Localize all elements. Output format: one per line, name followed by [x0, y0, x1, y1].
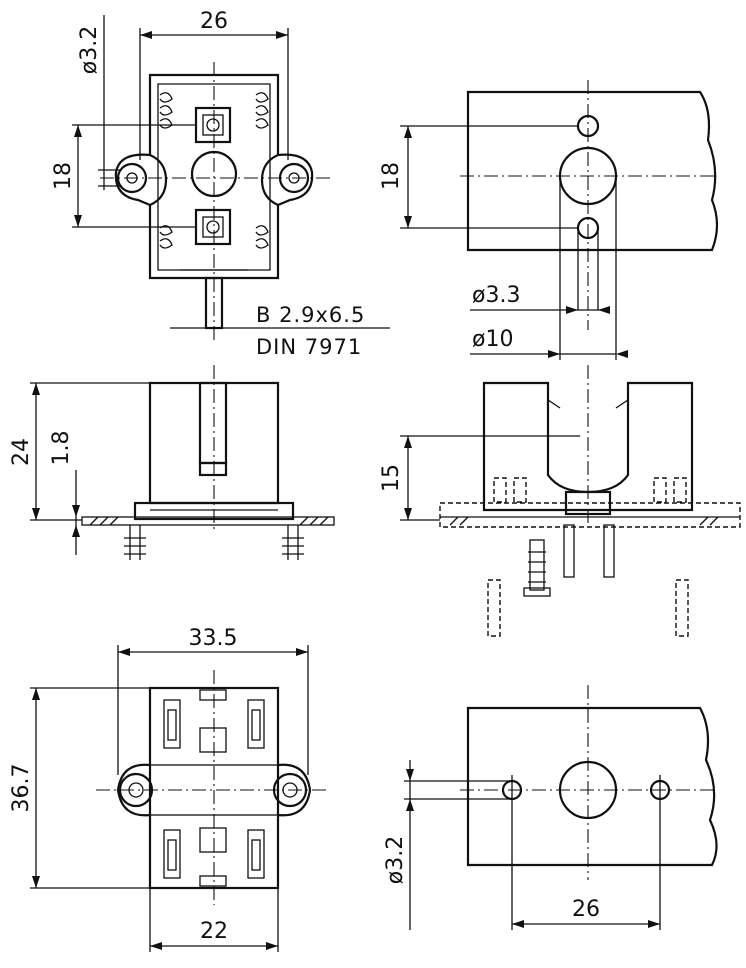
dim-mid-left-height: 24	[9, 438, 34, 466]
dim-top-left-hole: ø3.2	[77, 26, 102, 74]
dim-bottom-right-hole: ø3.2	[383, 836, 408, 884]
view-bottom-right: ø3.2 26	[383, 685, 718, 930]
dim-top-left-height: 18	[51, 162, 76, 190]
view-top-left: 26 ø3.2 18 B 2.9x6.5 DIN 7971	[51, 9, 390, 359]
note-screw-spec: B 2.9x6.5	[256, 303, 365, 327]
dim-mid-right-height: 15	[379, 464, 404, 492]
dim-top-right-center: ø10	[472, 327, 513, 352]
view-mid-right: 15	[379, 365, 741, 637]
dim-top-left-width: 26	[200, 9, 228, 34]
dim-bottom-left-inner: 22	[200, 919, 228, 944]
dim-mid-left-plate: 1.8	[49, 431, 74, 466]
dim-bottom-right-pitch: 26	[572, 897, 600, 922]
note-screw-standard: DIN 7971	[256, 335, 362, 359]
view-mid-left: 24 1.8	[9, 365, 335, 560]
view-bottom-left: 33.5 36.7 22	[9, 626, 330, 952]
dim-bottom-left-width: 33.5	[189, 626, 238, 651]
dim-top-right-height: 18	[379, 162, 404, 190]
dim-bottom-left-height: 36.7	[9, 764, 34, 813]
view-top-right: 18 ø3.3 ø10	[379, 80, 719, 360]
dim-top-right-hole: ø3.3	[472, 283, 520, 308]
